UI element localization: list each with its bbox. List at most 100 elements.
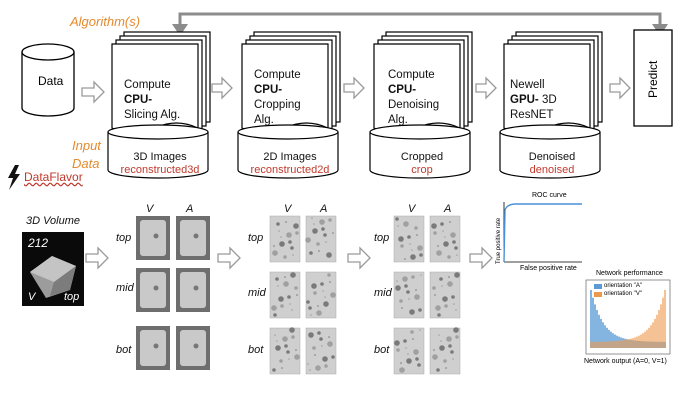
- g3-row-top: top: [374, 232, 390, 244]
- perf-title: Network performance: [596, 270, 663, 277]
- grid2-tile: [269, 271, 301, 319]
- g1-row-top: top: [116, 232, 132, 244]
- g2-row-top: top: [248, 232, 264, 244]
- g2-col-v: V: [284, 203, 292, 215]
- hist-bar-v: [646, 329, 648, 348]
- grid2-tile: [305, 215, 337, 263]
- hist-bar-v: [638, 335, 640, 348]
- hist-bar-a: [596, 310, 598, 348]
- stage-2-shape: [237, 31, 341, 179]
- hist-bar-a: [602, 322, 604, 348]
- perf-chart: [585, 279, 671, 355]
- hist-bar-a: [600, 318, 602, 348]
- hist-bar-v: [660, 304, 662, 348]
- stage-4-shape: [499, 31, 603, 179]
- g1-row-bot: bot: [116, 344, 132, 356]
- hist-bar-v: [648, 327, 650, 348]
- hist-bar-v: [604, 341, 606, 348]
- g2-col-a: A: [320, 203, 328, 215]
- hist-bar-v: [610, 341, 612, 348]
- hist-bar-v: [598, 341, 600, 348]
- hist-bar-v: [640, 334, 642, 348]
- grid1-tile: [176, 268, 210, 312]
- roc-xlabel: False positive rate: [520, 265, 577, 272]
- hist-bar-v: [620, 340, 622, 348]
- hist-bar-v: [642, 333, 644, 348]
- perf-legend-v: orientation "V": [604, 291, 642, 297]
- hist-bar-v: [612, 341, 614, 348]
- data-node-label: Data: [38, 74, 64, 88]
- grid1-tile: [136, 326, 170, 370]
- grid1-tile: [136, 216, 170, 260]
- grid2-tile: [305, 327, 337, 375]
- hist-bar-v: [656, 314, 658, 348]
- g3-row-mid: mid: [374, 287, 392, 299]
- hist-bar-v: [602, 341, 604, 348]
- hist-bar-v: [636, 336, 638, 348]
- g1-row-mid: mid: [116, 282, 134, 294]
- hist-bar-v: [630, 338, 632, 348]
- hist-bar-v: [628, 339, 630, 348]
- roc-title: ROC curve: [532, 192, 567, 199]
- grid2-tile: [269, 215, 301, 263]
- hist-bar-a: [610, 331, 612, 348]
- hist-bar-a: [598, 314, 600, 348]
- hist-bar-v: [624, 339, 626, 348]
- g1-col-v: V: [146, 203, 154, 215]
- algorithms-label: Algorithm(s): [70, 14, 141, 29]
- g3-row-bot: bot: [374, 344, 390, 356]
- data-cylinder: [21, 43, 75, 117]
- hist-bar-v: [644, 331, 646, 348]
- volume-v: V: [28, 291, 36, 303]
- volume-top: top: [64, 291, 80, 303]
- lightning-icon: [8, 165, 20, 190]
- hist-bar-v: [658, 310, 660, 348]
- grid3-tile: [429, 215, 461, 263]
- volume-title: 3D Volume: [26, 215, 81, 227]
- g2-row-bot: bot: [248, 344, 264, 356]
- predict-box: [633, 29, 673, 127]
- hist-bar-a: [604, 325, 606, 348]
- data-label: Data: [72, 156, 100, 171]
- grid3-tile: [393, 271, 425, 319]
- hist-bar-v: [622, 340, 624, 348]
- grid3-tile: [429, 271, 461, 319]
- hist-bar-v: [608, 341, 610, 348]
- grid1-tile: [176, 326, 210, 370]
- roc-chart: [503, 202, 582, 263]
- hist-bar-v: [614, 341, 616, 348]
- grid3-tile: [429, 327, 461, 375]
- predict-label: Predict: [646, 60, 660, 98]
- roc-curve: [503, 203, 582, 263]
- hist-bar-a: [592, 297, 594, 348]
- stage-3-shape: [369, 31, 473, 179]
- hist-bar-v: [590, 341, 592, 348]
- hist-bar-v: [664, 290, 666, 348]
- volume-image: [22, 232, 84, 306]
- grid2-tile: [305, 271, 337, 319]
- hist-bar-v: [634, 337, 636, 348]
- hist-bar-v: [592, 341, 594, 348]
- hist-bar-a: [608, 329, 610, 348]
- grid1-tile: [136, 268, 170, 312]
- hist-bar-a: [594, 304, 596, 348]
- g3-col-v: V: [408, 203, 416, 215]
- hist-bar-a: [606, 327, 608, 348]
- hist-bar-v: [652, 322, 654, 348]
- hist-bar-v: [650, 325, 652, 348]
- hist-bar-v: [632, 338, 634, 348]
- perf-legend-a: orientation "A": [604, 283, 642, 289]
- hist-bar-v: [654, 318, 656, 348]
- hist-bar-v: [594, 341, 596, 348]
- roc-ylabel: True positive rate: [496, 217, 502, 264]
- grid1-tile: [176, 216, 210, 260]
- input-label: Input: [72, 138, 101, 153]
- grid3-tile: [393, 215, 425, 263]
